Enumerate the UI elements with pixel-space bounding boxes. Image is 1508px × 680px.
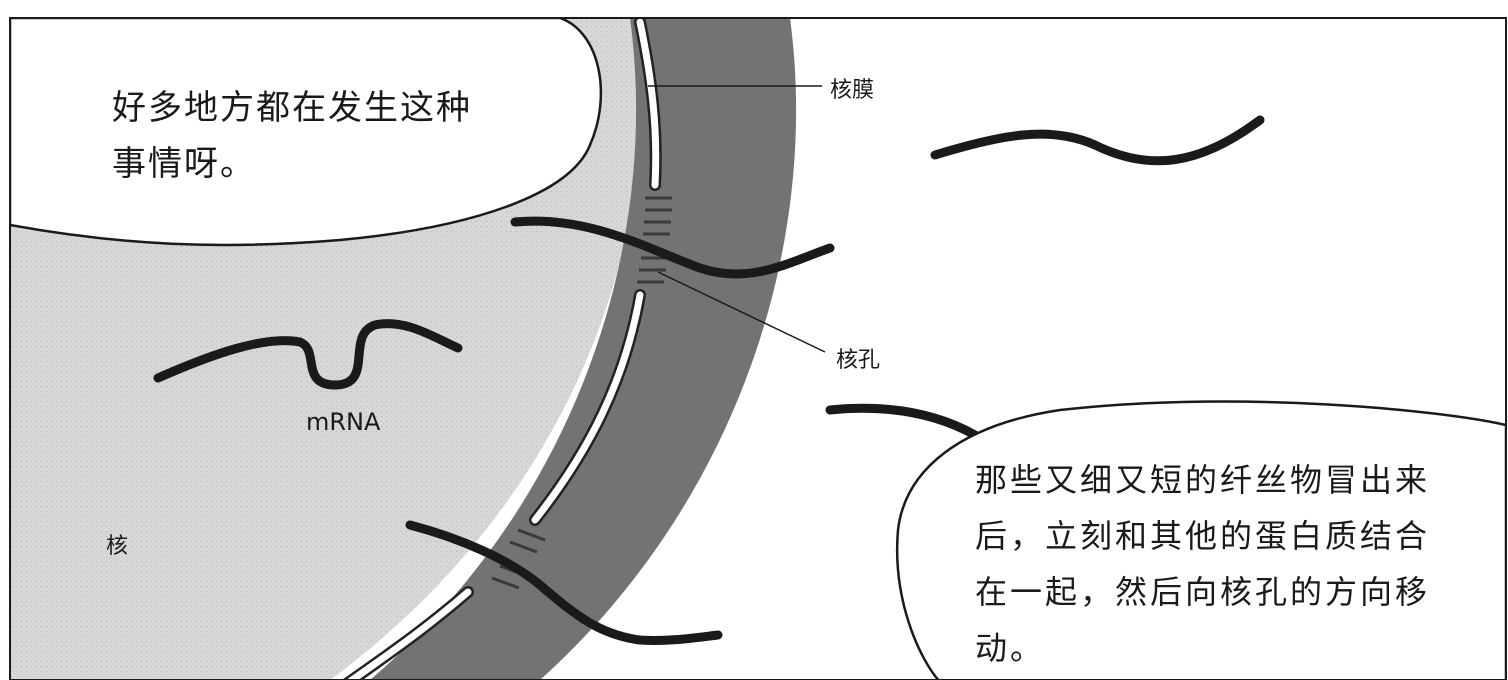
label-nuclear-pore: 核孔 xyxy=(836,348,881,373)
speech-bubble-top-left xyxy=(10,18,603,247)
mrna-strand-cytoplasm-top xyxy=(930,115,1265,166)
nuclear-envelope-band xyxy=(370,18,797,680)
speech-text-top-left: 好多地方都在发生这种 事情呀。 xyxy=(112,80,472,192)
speech-line: 好多地方都在发生这种 xyxy=(112,88,472,128)
label-mrna: mRNA xyxy=(306,408,381,436)
speech-bubble-bottom-right xyxy=(895,400,1506,680)
panel-border xyxy=(9,17,1507,680)
mrna-strand-lower-pore xyxy=(405,520,723,645)
speech-line: 后，立刻和其他的蛋白质结合 xyxy=(975,517,1431,555)
mrna-strand-upper-pore xyxy=(510,216,835,279)
speech-line: 那些又细又短的纤丝物冒出来 xyxy=(975,461,1431,499)
speech-line: 在一起，然后向核孔的方向移 xyxy=(975,573,1431,611)
mrna-strand-cytoplasm-right xyxy=(825,403,980,440)
label-nuclear-membrane: 核膜 xyxy=(830,78,875,103)
speech-line: 事情呀。 xyxy=(112,144,256,184)
speech-text-bottom-right: 那些又细又短的纤丝物冒出来 后，立刻和其他的蛋白质结合 在一起，然后向核孔的方向… xyxy=(975,452,1430,676)
label-nucleus: 核 xyxy=(106,534,129,559)
leader-line-nuclear-pore xyxy=(657,271,826,353)
speech-line: 动。 xyxy=(975,629,1046,667)
mrna-strand-in-nucleus xyxy=(153,319,463,390)
